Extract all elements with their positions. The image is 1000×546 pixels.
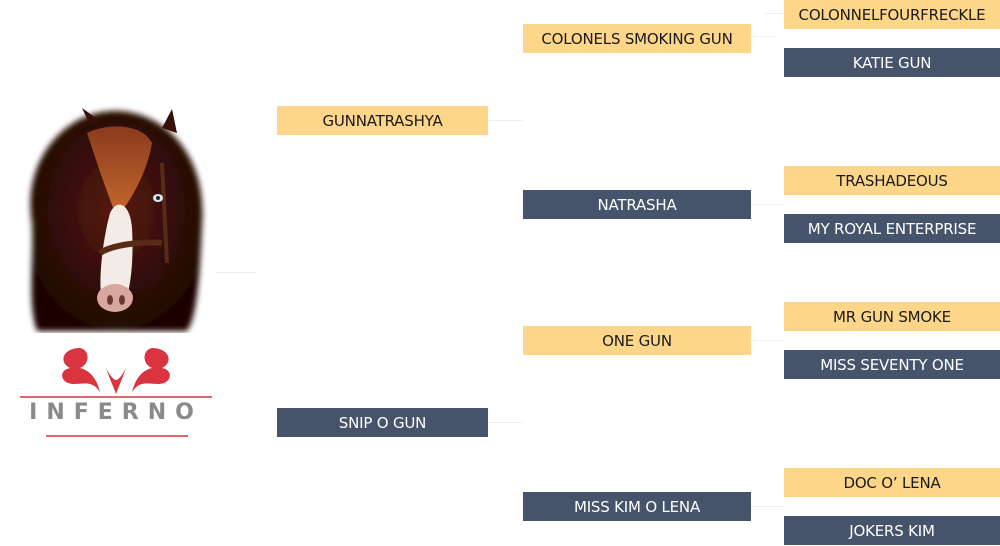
horse-name: COLONNELFOURFRECKLE <box>798 5 986 24</box>
horse-name: NATRASHA <box>597 195 677 214</box>
connector-line <box>217 272 257 273</box>
connector-line <box>751 204 784 205</box>
horse-photo <box>12 103 217 333</box>
horse-name: JOKERS KIM <box>849 521 935 540</box>
horse-name: DOC O’ LENA <box>843 473 941 492</box>
pedigree-dam-dam[interactable]: MISS KIM O LENA <box>523 492 751 521</box>
connector-line <box>751 36 776 37</box>
horse-name: MR GUN SMOKE <box>833 307 951 326</box>
flame-scroll-logo-icon <box>20 348 212 437</box>
pedigree-sire-dam[interactable]: NATRASHA <box>523 190 751 219</box>
pedigree-dam-sire[interactable]: ONE GUN <box>523 326 751 355</box>
pedigree-dam-dam-dam[interactable]: JOKERS KIM <box>784 516 1000 545</box>
connector-line <box>765 13 784 14</box>
horse-name: MISS KIM O LENA <box>573 497 701 516</box>
horse-name: GUNNATRASHYA <box>322 111 443 130</box>
pedigree-sire-dam-sire[interactable]: TRASHADEOUS <box>784 166 1000 195</box>
pedigree-sire-sire-dam[interactable]: KATIE GUN <box>784 48 1000 77</box>
logo-text: INFERNO <box>29 400 203 425</box>
pedigree-dam-sire-sire[interactable]: MR GUN SMOKE <box>784 302 1000 331</box>
horse-name: SNIP O GUN <box>338 413 427 432</box>
pedigree-dam[interactable]: SNIP O GUN <box>277 408 488 437</box>
pedigree-sire-sire[interactable]: COLONELS SMOKING GUN <box>523 24 751 53</box>
connector-line <box>488 120 523 121</box>
connector-line <box>488 422 523 423</box>
connector-line <box>751 506 784 507</box>
pedigree-sire[interactable]: GUNNATRASHYA <box>277 106 488 135</box>
inferno-logo: INFERNO <box>18 340 214 440</box>
connector-line <box>751 340 784 341</box>
horse-name: MY ROYAL ENTERPRISE <box>807 219 977 238</box>
horse-name: TRASHADEOUS <box>836 171 948 190</box>
horse-name: ONE GUN <box>602 331 672 350</box>
pedigree-dam-sire-dam[interactable]: MISS SEVENTY ONE <box>784 350 1000 379</box>
pedigree-dam-dam-sire[interactable]: DOC O’ LENA <box>784 468 1000 497</box>
horse-name: KATIE GUN <box>852 53 932 72</box>
pedigree-sire-sire-sire[interactable]: COLONNELFOURFRECKLE <box>784 0 1000 29</box>
pedigree-sire-dam-dam[interactable]: MY ROYAL ENTERPRISE <box>784 214 1000 243</box>
horse-name: COLONELS SMOKING GUN <box>541 29 733 48</box>
horse-name: MISS SEVENTY ONE <box>820 355 964 374</box>
